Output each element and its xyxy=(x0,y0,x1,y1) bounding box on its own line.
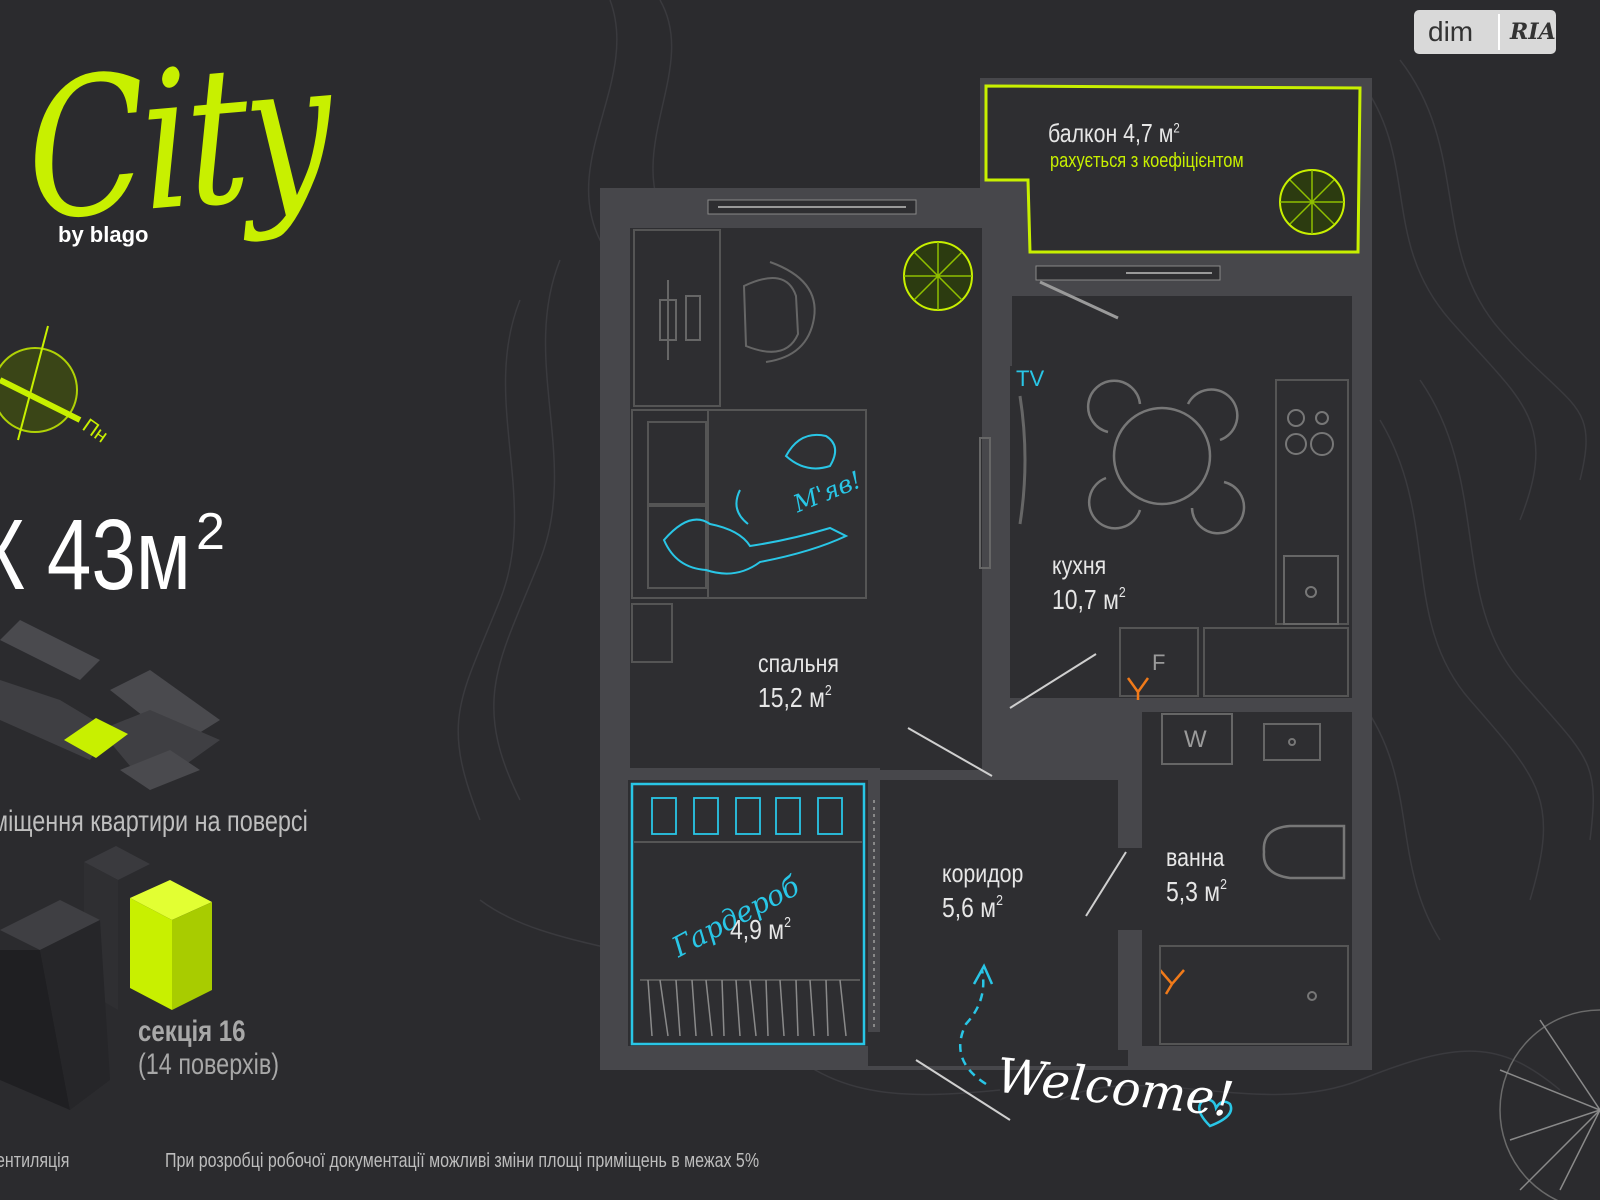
kitchen-sink xyxy=(1283,555,1339,625)
apartment-floor-plan xyxy=(600,78,1372,1128)
shirt-icons xyxy=(651,797,843,835)
logo-subtext: by blago xyxy=(58,222,149,247)
bathroom-name: ванна xyxy=(1166,842,1225,872)
apartment-title-sup: 2 xyxy=(196,503,225,561)
ventilation-icon xyxy=(1126,677,1150,700)
washer-label: W xyxy=(1184,726,1207,753)
plant-icon xyxy=(1279,169,1345,235)
corridor-floor xyxy=(868,780,1128,1066)
apartment-title: К 43м xyxy=(0,499,191,611)
wardrobe-outline xyxy=(630,782,866,1046)
bathroom-area: 5,3 м2 xyxy=(1166,876,1227,907)
watermark-separator xyxy=(1498,14,1500,50)
person-sketch xyxy=(662,518,849,575)
toilet xyxy=(1262,824,1346,880)
entry-arrow-icon xyxy=(958,969,987,1086)
hanging-rail xyxy=(640,979,860,1037)
section-floors: (14 поверхів) xyxy=(138,1048,280,1081)
bedroom-area: 15,2 м2 xyxy=(758,682,832,713)
kitchen-area: 10,7 м2 xyxy=(1052,584,1126,615)
fridge xyxy=(1119,627,1199,697)
floor-position-diagram xyxy=(0,620,220,790)
watermark-ria: RIA xyxy=(1510,19,1556,45)
corridor-name: коридор xyxy=(942,858,1024,888)
heart-icon xyxy=(1197,1098,1233,1128)
floor-position-caption: міщення квартири на поверсі xyxy=(0,805,308,838)
tree-icon xyxy=(1499,1009,1600,1200)
ventilation-note: ентиляція xyxy=(0,1150,70,1172)
fridge-label: F xyxy=(1152,650,1166,675)
apartment-highlight xyxy=(64,718,128,758)
dining-table xyxy=(1086,379,1246,535)
balcony-label: балкон 4,7 м2 xyxy=(1048,118,1180,148)
wardrobe-floor xyxy=(628,780,868,1046)
wardrobe-area: 4,9 м2 xyxy=(730,914,791,945)
topographic-background xyxy=(457,0,1595,1101)
cat-sketch xyxy=(784,434,837,470)
watermark-badge: dim RIA xyxy=(1414,10,1556,54)
plant-icon xyxy=(903,241,973,311)
compass-icon xyxy=(0,325,82,441)
kitchen-name: кухня xyxy=(1052,550,1107,580)
balcony-outline xyxy=(984,84,1362,254)
balcony-note: рахується з коефіцієнтом xyxy=(1050,150,1244,172)
shower-tray xyxy=(1159,945,1349,1045)
washing-machine xyxy=(1161,713,1233,765)
bedroom-name: спальня xyxy=(758,648,839,678)
disclaimer: При розробці робочої документації можлив… xyxy=(165,1150,760,1172)
tv-label: TV xyxy=(1016,366,1045,391)
section-label: секція 16 xyxy=(138,1015,246,1048)
corridor-area: 5,6 м2 xyxy=(942,892,1003,923)
ventilation-icon xyxy=(1159,969,1185,995)
building-section-diagram xyxy=(0,846,212,1110)
watermark-dim: dim xyxy=(1428,16,1474,47)
bathroom-sink xyxy=(1263,723,1321,761)
